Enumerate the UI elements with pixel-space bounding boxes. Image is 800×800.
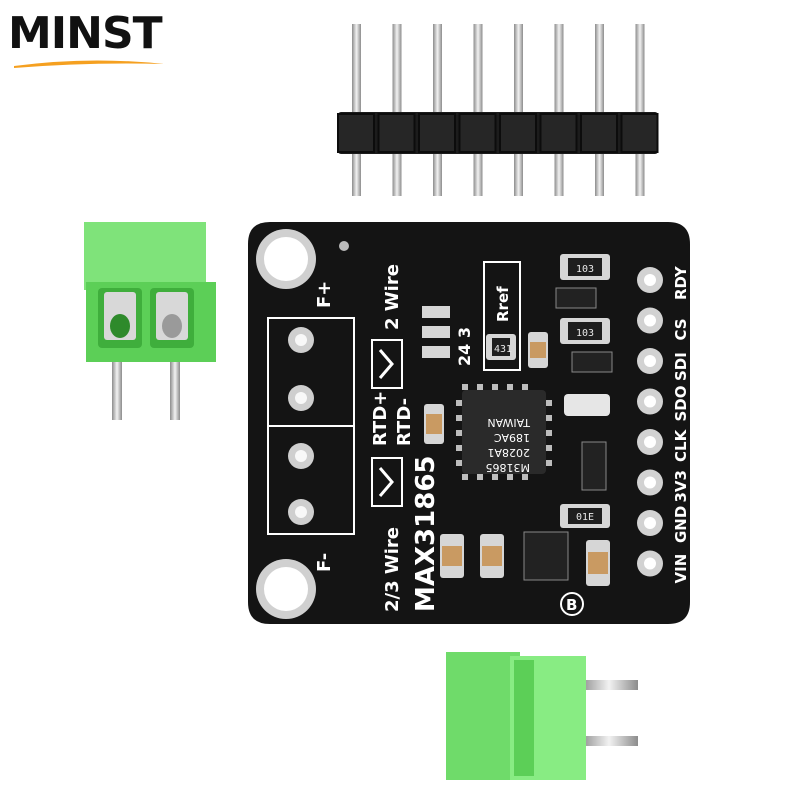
chip-pin <box>456 460 462 466</box>
f-plus-label: F+ <box>314 281 335 308</box>
pin-pad-center <box>644 314 656 327</box>
wire-2-label: 2 Wire <box>382 264 403 330</box>
solder-jumper-bottom <box>371 457 403 507</box>
resistor-label: 103 <box>576 328 594 339</box>
header-segment <box>418 113 456 153</box>
pin-label-rdy: RDY <box>672 265 690 300</box>
silkscreen-text: MAX31865 2/3 Wire 2 Wire 24 3 Rref RTD+ … <box>314 264 690 614</box>
resistor-label: 103 <box>576 264 594 275</box>
chip-pin <box>492 474 498 480</box>
pin-pad-center <box>644 355 656 367</box>
chip-pin <box>456 400 462 406</box>
f-minus-label: F- <box>314 553 335 572</box>
chip-pin <box>477 474 483 480</box>
pin-pad-center <box>644 395 656 408</box>
pin-label-cs: CS <box>672 318 690 340</box>
chip-pin <box>546 460 552 466</box>
header-pin <box>595 24 604 196</box>
pin-header <box>337 24 659 196</box>
chip-pin <box>546 445 552 451</box>
chip-pin <box>456 445 462 451</box>
terminal-block-left <box>84 222 216 420</box>
rtd-minus-label: RTD- <box>394 398 415 446</box>
model-label: MAX31865 <box>411 456 441 613</box>
solder-jumper-top <box>371 339 403 389</box>
wire-24-3-label: 24 3 <box>455 327 474 366</box>
chip-pin <box>507 384 513 390</box>
pin-label-gnd: GND <box>672 506 690 543</box>
pin-pad-center <box>644 476 656 489</box>
logo-letter: B <box>566 596 577 614</box>
rtd-plus-label: RTD+ <box>370 391 391 446</box>
brand-name: MINST <box>8 8 163 59</box>
pin-label-sdi: SDI <box>672 352 690 381</box>
max31865-chip <box>462 390 546 474</box>
pin-label-vin: VIN <box>672 554 690 584</box>
chip-pin <box>456 430 462 436</box>
resistor-label: 01E <box>576 512 594 523</box>
chip-pin <box>492 384 498 390</box>
header-segment <box>377 113 416 153</box>
header-segment <box>580 113 618 153</box>
pin-label-clk: CLK <box>672 428 690 462</box>
chip-marking-line: TAIWAN <box>487 416 531 429</box>
pin-label-3v3: 3V3 <box>672 470 690 502</box>
terminal-hole-center <box>295 450 307 462</box>
logo-b-icon <box>560 592 584 616</box>
header-pin <box>554 24 564 196</box>
terminal-block-bottom <box>446 652 638 780</box>
chip-pin <box>546 400 552 406</box>
chip-marking-line: M31865 <box>486 461 530 474</box>
pin-pad-center <box>644 274 656 286</box>
solder-pads <box>422 306 450 358</box>
header-pin <box>514 24 523 196</box>
pcb-board <box>248 222 690 624</box>
header-pin <box>473 24 483 196</box>
terminal-hole-center <box>295 334 307 346</box>
pin-pad-center <box>644 557 656 570</box>
chip-pin <box>477 384 483 390</box>
brand-swoosh-icon <box>14 60 164 68</box>
chip-pin <box>522 474 528 480</box>
pin-pad-center <box>644 517 656 529</box>
chip-pin <box>546 430 552 436</box>
terminal-hole-center <box>295 392 307 404</box>
rref-label: Rref <box>494 286 512 322</box>
header-pin <box>433 24 442 196</box>
chip-pin <box>522 384 528 390</box>
pin-pad-center <box>644 436 656 448</box>
chip-marking-line: 2028A1 <box>487 446 530 459</box>
chip-pin <box>462 474 468 480</box>
header-segment <box>539 113 578 153</box>
chip-marking-line: 189AC <box>494 431 530 444</box>
rref-outline <box>483 261 521 371</box>
header-segment <box>499 113 537 153</box>
terminal-hole-center <box>295 506 307 518</box>
header-pin <box>635 24 645 196</box>
chip-pin <box>456 415 462 421</box>
pin-label-sdo: SDO <box>672 385 690 421</box>
header-segment <box>620 113 659 153</box>
header-segment <box>458 113 497 153</box>
header-pin <box>392 24 402 196</box>
wire-23-label: 2/3 Wire <box>382 527 403 612</box>
chip-pin <box>546 415 552 421</box>
chip-pin <box>507 474 513 480</box>
chip-pin <box>462 384 468 390</box>
resistor-label: 431 <box>494 344 512 355</box>
header-pin <box>352 24 361 196</box>
header-segment <box>337 113 375 153</box>
